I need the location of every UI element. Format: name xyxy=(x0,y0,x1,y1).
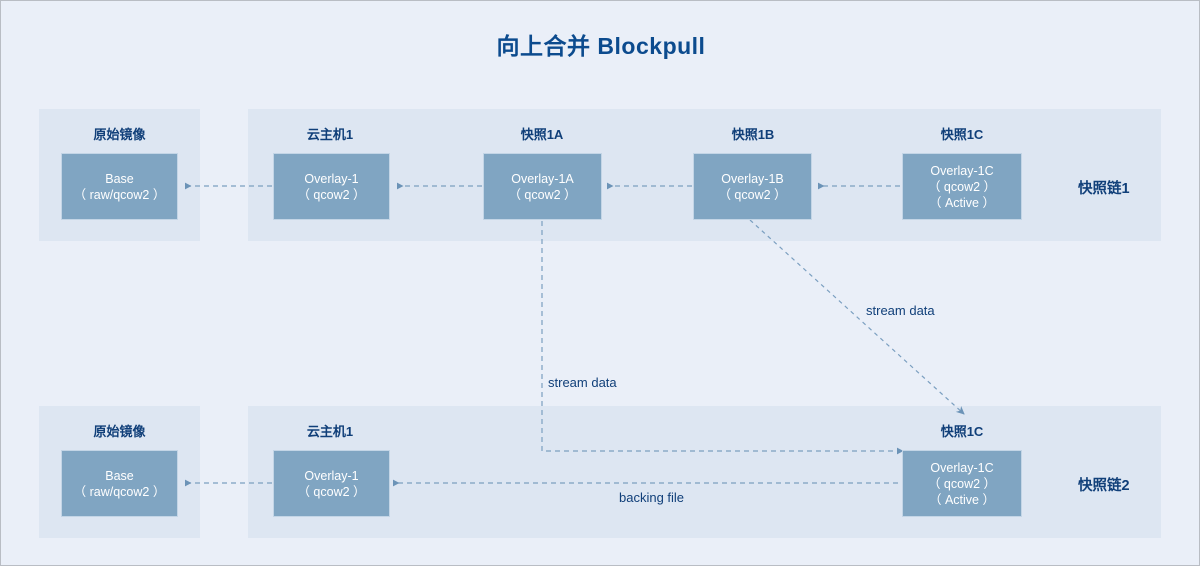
node-caption-c2-overlay1: 云主机1 xyxy=(306,424,354,439)
edge-label-stream-data-vertical: stream data xyxy=(548,375,617,390)
node-caption-c1-overlay1: 云主机1 xyxy=(306,127,354,142)
node-caption-c1-snapshot-1c: 快照1C xyxy=(940,127,984,142)
node-c2-base[interactable]: Base （ raw/qcow2 ） xyxy=(61,450,178,517)
node-line-2: （ qcow2 ） xyxy=(297,484,366,499)
node-c2-overlay1[interactable]: Overlay-1 （ qcow2 ） xyxy=(273,450,390,517)
node-line-2: （ qcow2 ） xyxy=(297,187,366,202)
node-caption-c1-snapshot-1b: 快照1B xyxy=(731,127,775,142)
node-caption-c2-snapshot-1c: 快照1C xyxy=(940,424,984,439)
node-line-2: （ qcow2 ） xyxy=(927,179,997,194)
node-line-3: （ Active ） xyxy=(929,195,995,210)
node-line-1: Base xyxy=(105,171,134,186)
node-line-3: （ Active ） xyxy=(929,492,995,507)
node-line-1: Overlay-1C xyxy=(930,163,994,178)
page-title: 向上合并 Blockpull xyxy=(496,33,706,59)
node-line-2: （ qcow2 ） xyxy=(927,476,997,491)
node-c1-overlay1b[interactable]: Overlay-1B （ qcow2 ） xyxy=(693,153,812,220)
node-caption-c2-base: 原始镜像 xyxy=(93,424,146,439)
node-line-1: Base xyxy=(105,468,134,483)
node-c2-overlay1c[interactable]: Overlay-1C （ qcow2 ） （ Active ） xyxy=(902,450,1022,517)
node-line-2: （ qcow2 ） xyxy=(718,187,787,202)
node-caption-c1-snapshot-1a: 快照1A xyxy=(520,127,564,142)
node-line-1: Overlay-1 xyxy=(304,171,359,186)
node-line-1: Overlay-1C xyxy=(930,460,994,475)
node-line-1: Overlay-1A xyxy=(511,171,574,186)
node-c1-overlay1c[interactable]: Overlay-1C （ qcow2 ） （ Active ） xyxy=(902,153,1022,220)
node-line-1: Overlay-1B xyxy=(721,171,784,186)
node-c1-overlay1a[interactable]: Overlay-1A （ qcow2 ） xyxy=(483,153,602,220)
node-line-2: （ qcow2 ） xyxy=(508,187,577,202)
node-c1-overlay1[interactable]: Overlay-1 （ qcow2 ） xyxy=(273,153,390,220)
node-line-1: Overlay-1 xyxy=(304,468,359,483)
edge-label-stream-data-diagonal: stream data xyxy=(866,303,935,318)
node-c1-base[interactable]: Base （ raw/qcow2 ） xyxy=(61,153,178,220)
edge-label-backing-file: backing file xyxy=(619,490,685,505)
node-caption-c1-base: 原始镜像 xyxy=(93,127,146,142)
node-line-2: （ raw/qcow2 ） xyxy=(73,187,166,202)
node-line-2: （ raw/qcow2 ） xyxy=(73,484,166,499)
chain-label-1: 快照链1 xyxy=(1078,181,1130,197)
chain-label-2: 快照链2 xyxy=(1078,478,1130,494)
